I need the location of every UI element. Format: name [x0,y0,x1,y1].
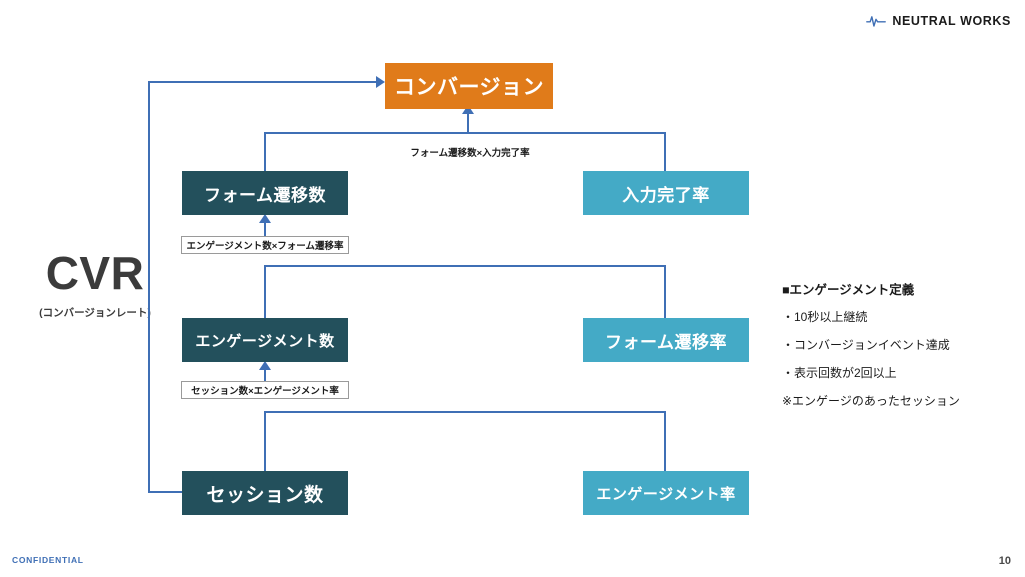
arrow-into-conversion-bottom [462,105,474,114]
connector-conversion-stem [467,112,469,134]
connector-sessions-vertical-up [264,411,266,473]
node-conversion[interactable]: コンバージョン [385,63,553,109]
connector-engagements-merge-horizontal [264,411,666,413]
connector-sessions-to-conversion-horizontal-bottom [148,491,184,493]
brand-logo: NEUTRAL WORKS [866,13,1011,29]
connector-sessions-to-conversion-vertical-left [148,81,150,493]
note-item-1: ・10秒以上継続 [782,310,868,324]
notes-heading: ■エンゲージメント定義 [782,283,915,297]
node-sessions[interactable]: セッション数 [182,471,348,515]
node-engagement-rate[interactable]: エンゲージメント率 [583,471,749,515]
connector-form-transitions-vertical-up [264,132,266,173]
node-engagements-label: エンゲージメント数 [195,332,335,350]
node-engagement-rate-label: エンゲージメント率 [596,485,736,503]
cvr-label-block: CVR (コンバージョンレート) [20,250,170,320]
note-item-4: ※エンゲージのあったセッション [782,394,960,408]
formula-engagements-label: セッション数×エンゲージメント率 [191,386,339,397]
formula-form-transitions-label: エンゲージメント数×フォーム遷移率 [186,241,344,252]
node-form-transitions[interactable]: フォーム遷移数 [182,171,348,215]
pulse-wave-icon [866,16,887,27]
connector-engagements-stem [264,369,266,387]
node-input-completion-label: 入力完了率 [622,185,710,205]
node-form-transitions-label: フォーム遷移数 [204,185,326,205]
confidential-label: CONFIDENTIAL [12,555,84,565]
node-sessions-label: セッション数 [206,484,324,506]
formula-conversion-label: フォーム遷移数×入力完了率 [410,148,530,159]
connector-input-completion-vertical-down [664,132,666,173]
cvr-subtitle: (コンバージョンレート) [39,307,151,319]
note-item-3: ・表示回数が2回以上 [782,366,897,380]
page-number: 10 [998,555,1011,567]
node-conversion-label: コンバージョン [393,76,545,99]
connector-conversion-merge-horizontal [264,132,666,134]
connector-form-rate-vertical-down [664,265,666,320]
note-item-2: ・コンバージョンイベント達成 [782,338,950,352]
node-input-completion[interactable]: 入力完了率 [583,171,749,215]
formula-conversion: フォーム遷移数×入力完了率 [396,144,544,160]
connector-engagement-rate-vertical-down [664,411,666,473]
connector-sessions-to-conversion-horizontal-top [148,81,376,83]
brand-logo-text: NEUTRAL WORKS [892,14,1011,28]
arrow-into-form-transitions [259,214,271,223]
arrow-into-conversion-left [376,76,385,88]
node-engagements[interactable]: エンゲージメント数 [182,318,348,362]
arrow-into-engagements [259,361,271,370]
connector-engagements-vertical-up [264,265,266,320]
connector-form-transitions-stem [264,222,266,240]
connector-form-transitions-merge-horizontal [264,265,666,267]
formula-form-transitions: エンゲージメント数×フォーム遷移率 [181,236,349,254]
node-form-rate-label: フォーム遷移率 [605,332,727,352]
formula-engagements: セッション数×エンゲージメント率 [181,381,349,399]
engagement-definition-notes: ■エンゲージメント定義 ・10秒以上継続 ・コンバージョンイベント達成 ・表示回… [782,279,1017,420]
node-form-rate[interactable]: フォーム遷移率 [583,318,749,362]
cvr-title: CVR [45,247,145,299]
